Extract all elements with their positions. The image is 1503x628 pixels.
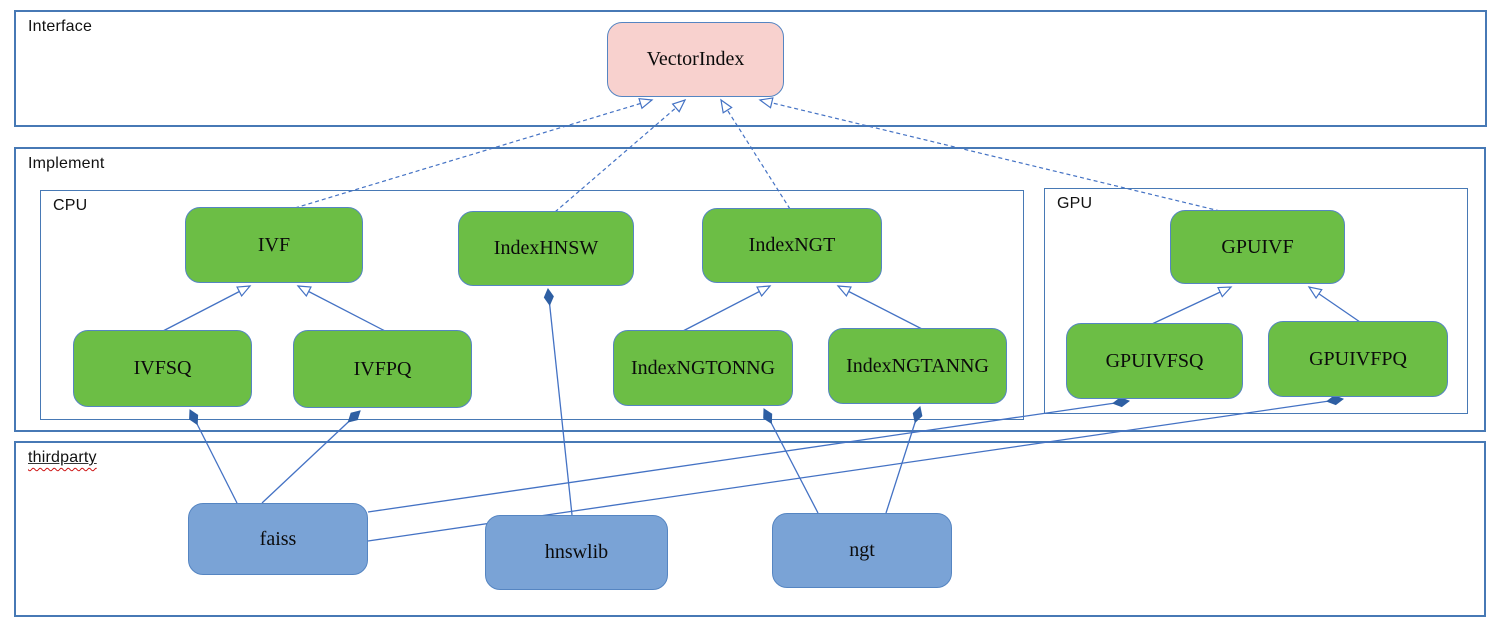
node-indexhnsw-label: IndexHNSW <box>493 237 599 259</box>
node-indexngt: IndexNGT <box>702 208 882 283</box>
node-ivfpq-label: IVFPQ <box>353 357 412 380</box>
node-ivfpq: IVFPQ <box>293 330 472 408</box>
node-ivf-label: IVF <box>257 233 291 256</box>
node-faiss: faiss <box>188 503 368 575</box>
node-gpuivf-label: GPUIVF <box>1221 235 1294 258</box>
node-gpuivfpq-label: GPUIVFPQ <box>1309 347 1407 370</box>
node-ivf: IVF <box>185 207 363 283</box>
node-ivfsq: IVFSQ <box>73 330 252 407</box>
node-gpuivfpq: GPUIVFPQ <box>1268 321 1448 397</box>
node-gpuivfsq-label: GPUIVFSQ <box>1105 349 1204 372</box>
thirdparty-spellcheck-squiggle: thirdparty <box>28 449 97 466</box>
node-vectorindex: VectorIndex <box>607 22 784 97</box>
node-vectorindex-label: VectorIndex <box>646 48 745 70</box>
node-indexngtanng-label: IndexNGTANNG <box>846 354 989 377</box>
node-ivfsq-label: IVFSQ <box>133 357 192 379</box>
node-gpuivf: GPUIVF <box>1170 210 1345 284</box>
node-ngt: ngt <box>772 513 952 588</box>
node-indexngtanng: IndexNGTANNG <box>828 328 1007 404</box>
container-interface-label: Interface <box>28 18 93 35</box>
node-gpuivfsq: GPUIVFSQ <box>1066 323 1243 399</box>
node-hnswlib-label: hnswlib <box>544 541 609 563</box>
container-cpu-label: CPU <box>53 197 88 214</box>
container-thirdparty-label: thirdparty <box>28 449 97 467</box>
node-indexngtonng: IndexNGTONNG <box>613 330 793 406</box>
node-hnswlib: hnswlib <box>485 515 668 590</box>
container-implement-label: Implement <box>28 155 105 172</box>
node-indexngtonng-label: IndexNGTONNG <box>630 356 776 379</box>
container-gpu-label: GPU <box>1057 195 1093 212</box>
node-faiss-label: faiss <box>259 527 297 550</box>
node-ngt-label: ngt <box>849 539 875 561</box>
node-indexhnsw: IndexHNSW <box>458 211 634 286</box>
node-indexngt-label: IndexNGT <box>748 234 836 256</box>
